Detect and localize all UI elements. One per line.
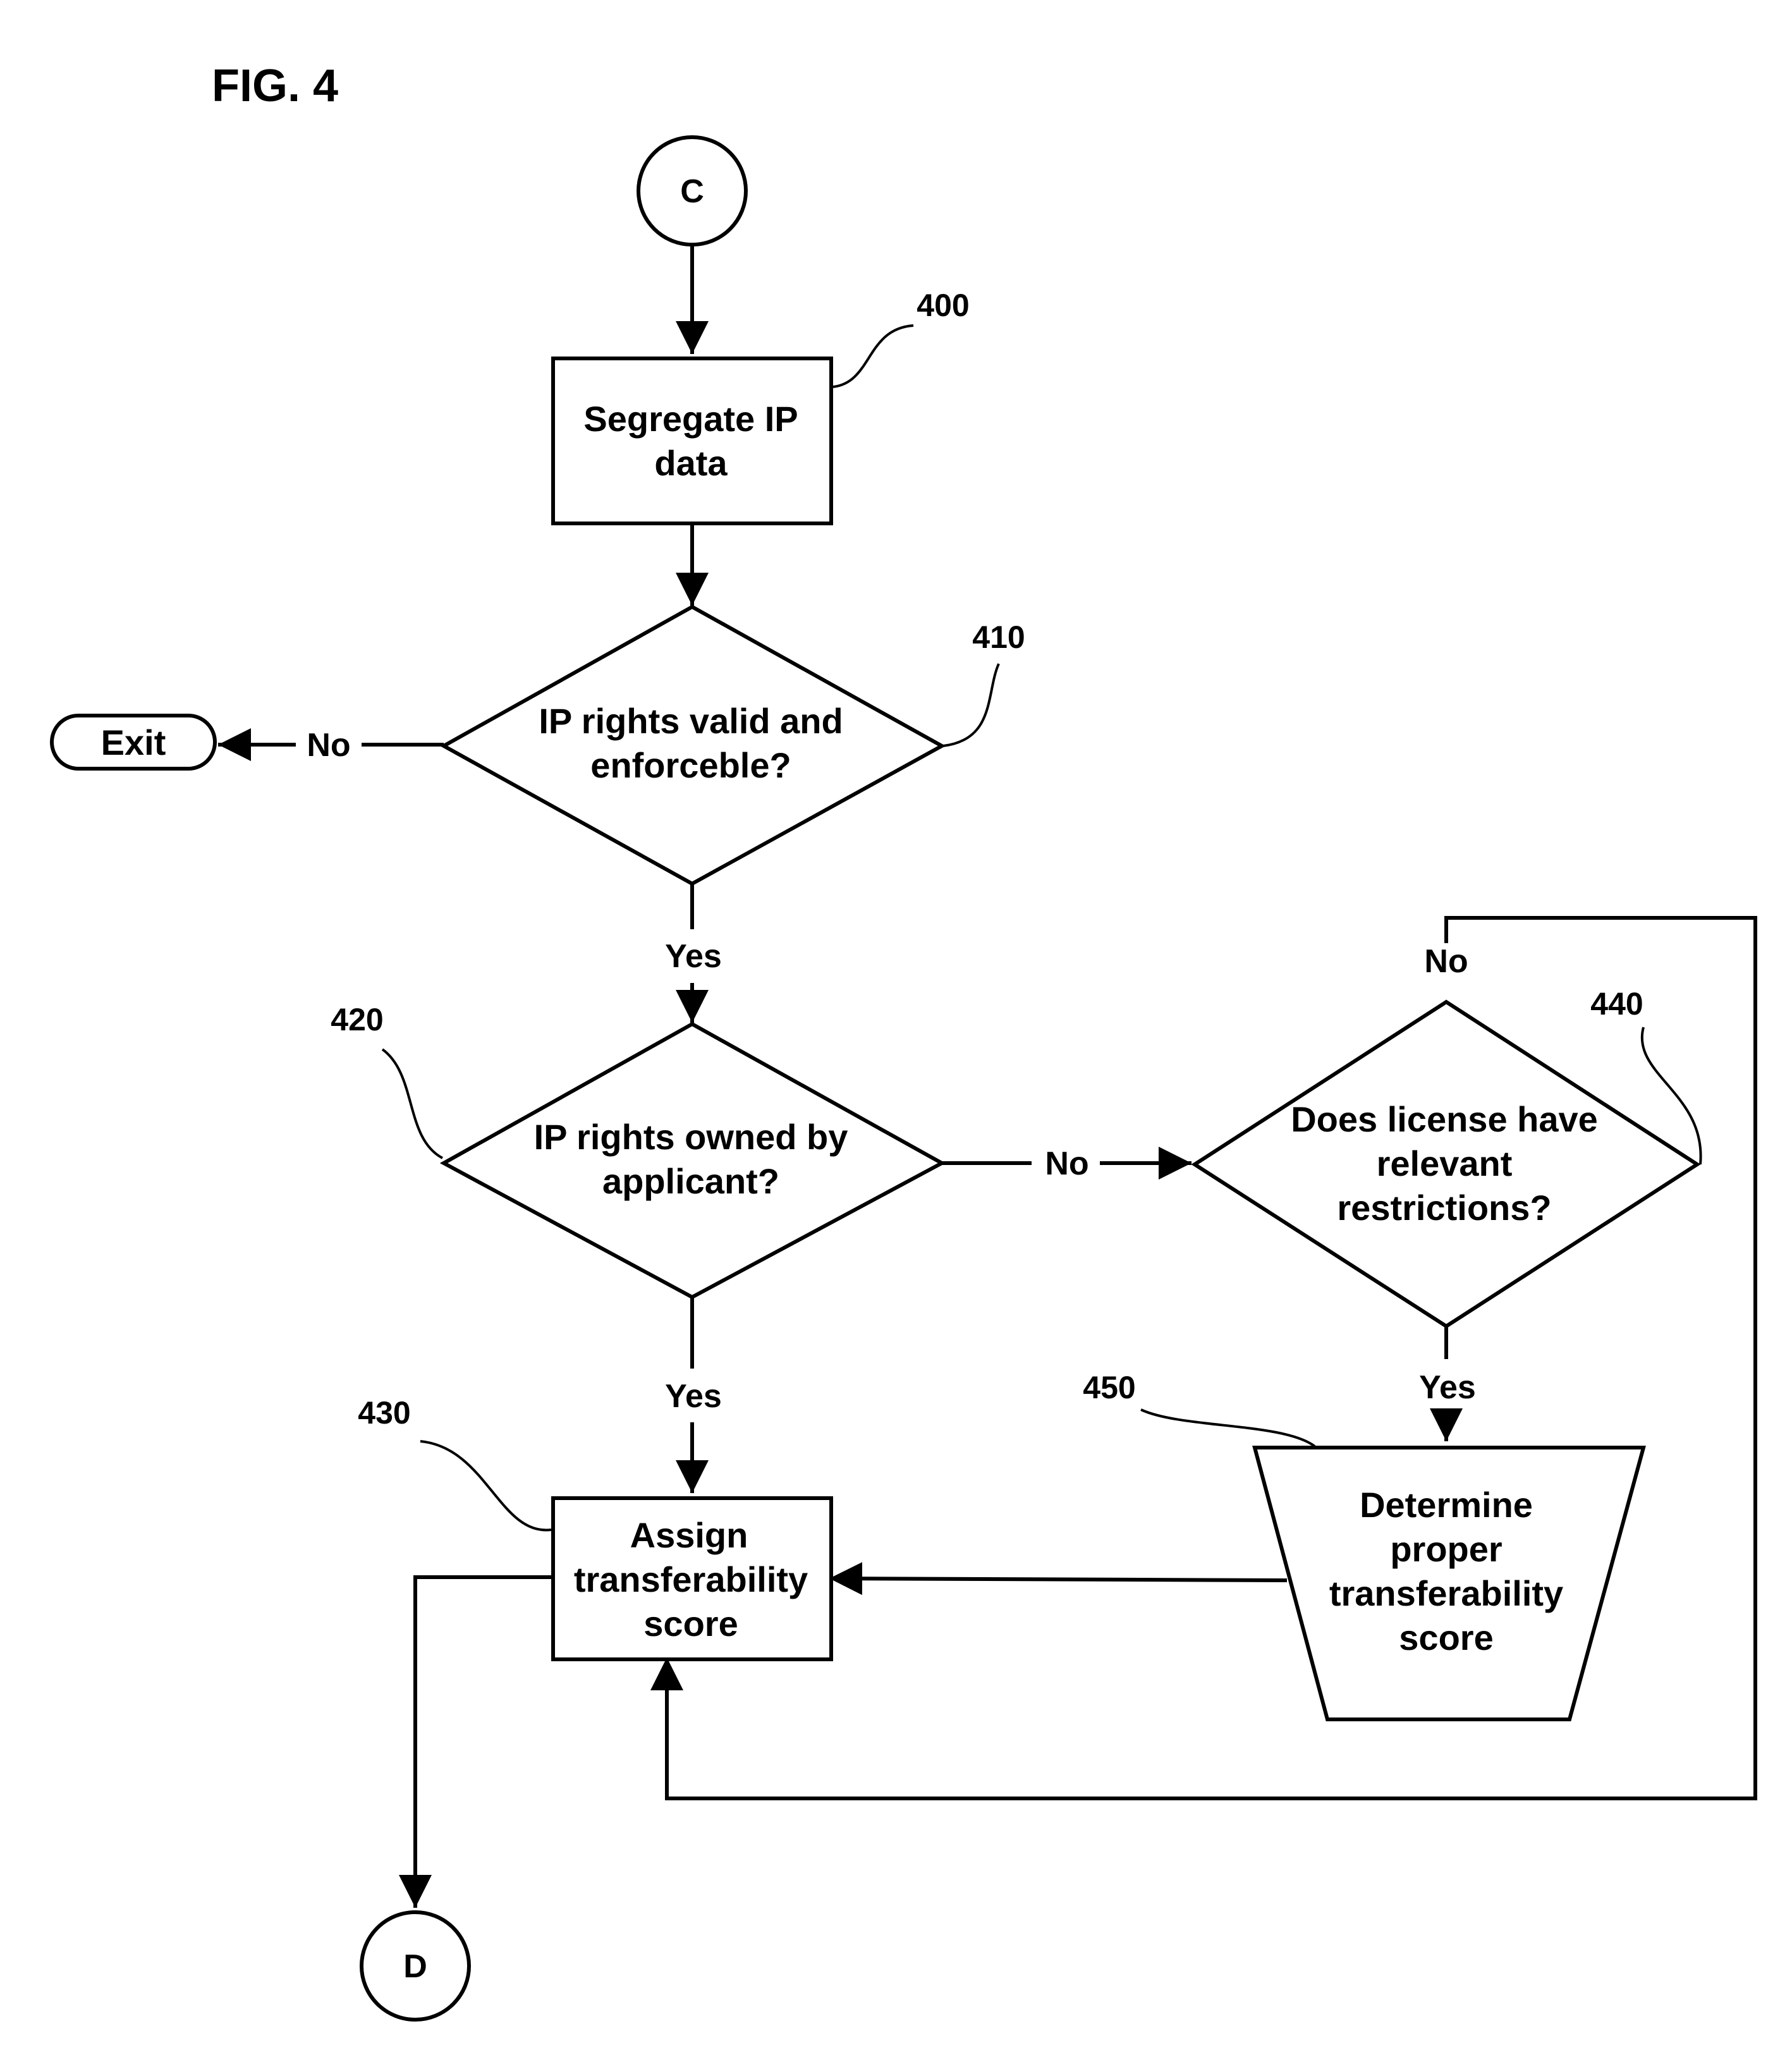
decision-410-line-2: enforceble? xyxy=(590,745,791,785)
decision-440-line-2: relevant xyxy=(1377,1144,1513,1183)
edge-450-to-430 xyxy=(829,1578,1287,1580)
step-430-line-3: score xyxy=(643,1604,738,1644)
step-450-determine: Determine proper transferability score xyxy=(1255,1448,1643,1719)
edge-label-420-yes: Yes xyxy=(665,1378,722,1415)
step-430-line-1: Assign xyxy=(630,1515,748,1555)
terminator-exit: Exit xyxy=(52,716,215,769)
ref-430: 430 xyxy=(358,1395,551,1530)
step-450-line-1: Determine xyxy=(1360,1485,1533,1525)
ref-450-label: 450 xyxy=(1083,1370,1135,1405)
connector-c: C xyxy=(638,137,746,245)
ref-450: 450 xyxy=(1083,1370,1315,1446)
decision-420-owned: IP rights owned by applicant? xyxy=(444,1024,942,1297)
connector-d-label: D xyxy=(403,1948,427,1985)
connector-d: D xyxy=(362,1912,469,2020)
decision-410-valid: IP rights valid and enforceble? xyxy=(444,607,942,884)
ref-410-label: 410 xyxy=(972,619,1025,655)
step-400-line-2: data xyxy=(654,443,728,483)
step-430-line-2: transferability xyxy=(574,1559,808,1599)
step-430-assign: Assign transferability score xyxy=(553,1498,831,1659)
edge-label-440-yes: Yes xyxy=(1419,1369,1476,1406)
edge-label-420-no: No xyxy=(1045,1145,1088,1182)
figure-label: FIG. 4 xyxy=(212,61,338,111)
decision-410-line-1: IP rights valid and xyxy=(539,701,843,741)
edge-440-no-loop-a xyxy=(667,918,1755,1798)
step-450-line-4: score xyxy=(1399,1618,1493,1657)
ref-430-label: 430 xyxy=(358,1395,410,1431)
edge-label-410-yes: Yes xyxy=(665,938,722,975)
step-450-line-2: proper xyxy=(1390,1529,1502,1569)
ref-400: 400 xyxy=(833,288,970,387)
connector-c-label: C xyxy=(680,173,704,210)
edge-430-to-d xyxy=(415,1577,553,1908)
decision-440-license: Does license have relevant restrictions? xyxy=(1195,1002,1697,1326)
ref-400-label: 400 xyxy=(917,288,969,323)
step-400-line-1: Segregate IP xyxy=(583,399,798,439)
ref-440-label: 440 xyxy=(1590,986,1643,1022)
decision-440-line-3: restrictions? xyxy=(1337,1188,1551,1228)
edge-label-410-no: No xyxy=(307,727,350,764)
step-450-line-3: transferability xyxy=(1329,1573,1563,1613)
edge-label-440-no: No xyxy=(1424,943,1468,980)
ref-420: 420 xyxy=(331,1002,442,1158)
ref-410: 410 xyxy=(943,619,1025,746)
ref-420-label: 420 xyxy=(331,1002,383,1037)
decision-420-line-2: applicant? xyxy=(602,1161,779,1201)
decision-420-line-1: IP rights owned by xyxy=(534,1117,848,1157)
decision-440-line-1: Does license have xyxy=(1291,1099,1598,1139)
exit-label: Exit xyxy=(101,723,166,762)
step-400-segregate: Segregate IP data xyxy=(553,358,831,523)
